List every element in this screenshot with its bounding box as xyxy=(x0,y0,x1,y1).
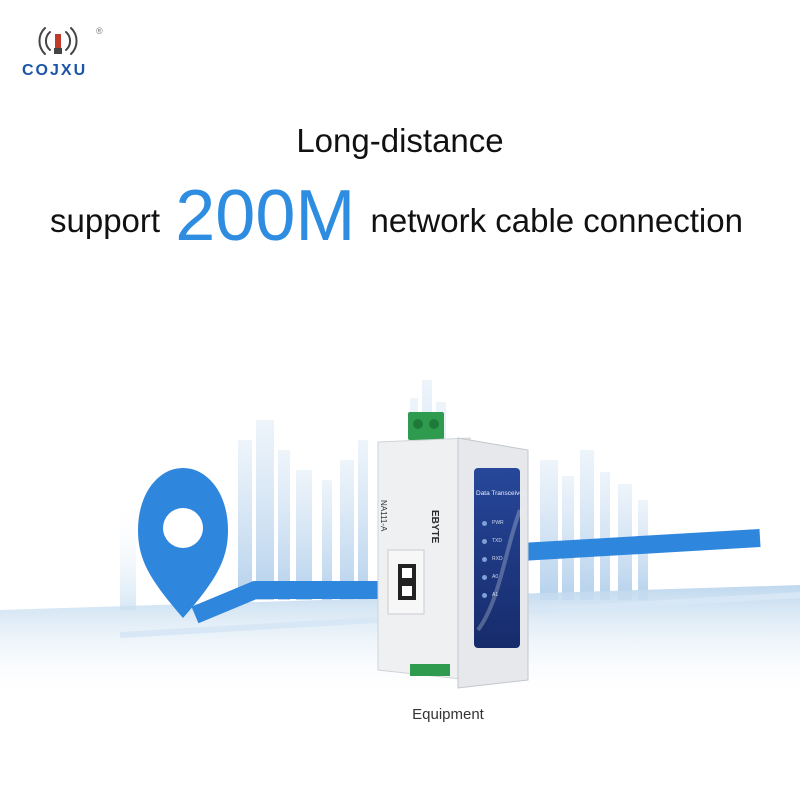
subline-highlight: 200M xyxy=(175,176,356,256)
led-item: TXD xyxy=(482,532,504,550)
led-label: A0 xyxy=(492,574,499,580)
map-pin-icon xyxy=(138,468,228,618)
device-brand: EBYTE xyxy=(429,510,440,544)
subline: support 200M network cable connection xyxy=(50,180,743,252)
brand-logo: ® COJXU xyxy=(18,26,103,82)
registered-mark: ® xyxy=(96,26,103,36)
led-list: PWR TXD RXD A0 A1 xyxy=(482,514,504,604)
led-label: PWR xyxy=(492,520,504,526)
product-scene xyxy=(0,380,800,700)
led-label: TXD xyxy=(492,538,502,544)
led-dot xyxy=(482,538,487,544)
panel-title: Data Transceiver xyxy=(476,490,526,497)
led-label: A1 xyxy=(492,592,499,598)
led-item: A0 xyxy=(482,568,504,586)
led-dot xyxy=(482,574,487,580)
led-dot xyxy=(482,556,487,562)
led-label: RXD xyxy=(492,556,503,562)
headline: Long-distance xyxy=(296,122,504,159)
led-item: RXD xyxy=(482,550,504,568)
led-dot xyxy=(482,592,487,598)
subline-suffix: network cable connection xyxy=(370,202,743,239)
led-item: PWR xyxy=(482,514,504,532)
led-item: A1 xyxy=(482,586,504,604)
subline-prefix: support xyxy=(50,202,161,239)
brand-name: COJXU xyxy=(22,62,88,79)
device-model: NA111-A xyxy=(379,500,388,532)
device-unit xyxy=(377,412,529,689)
signal-tower-icon xyxy=(38,27,78,55)
led-dot xyxy=(482,520,487,526)
caption: Equipment xyxy=(412,706,484,723)
